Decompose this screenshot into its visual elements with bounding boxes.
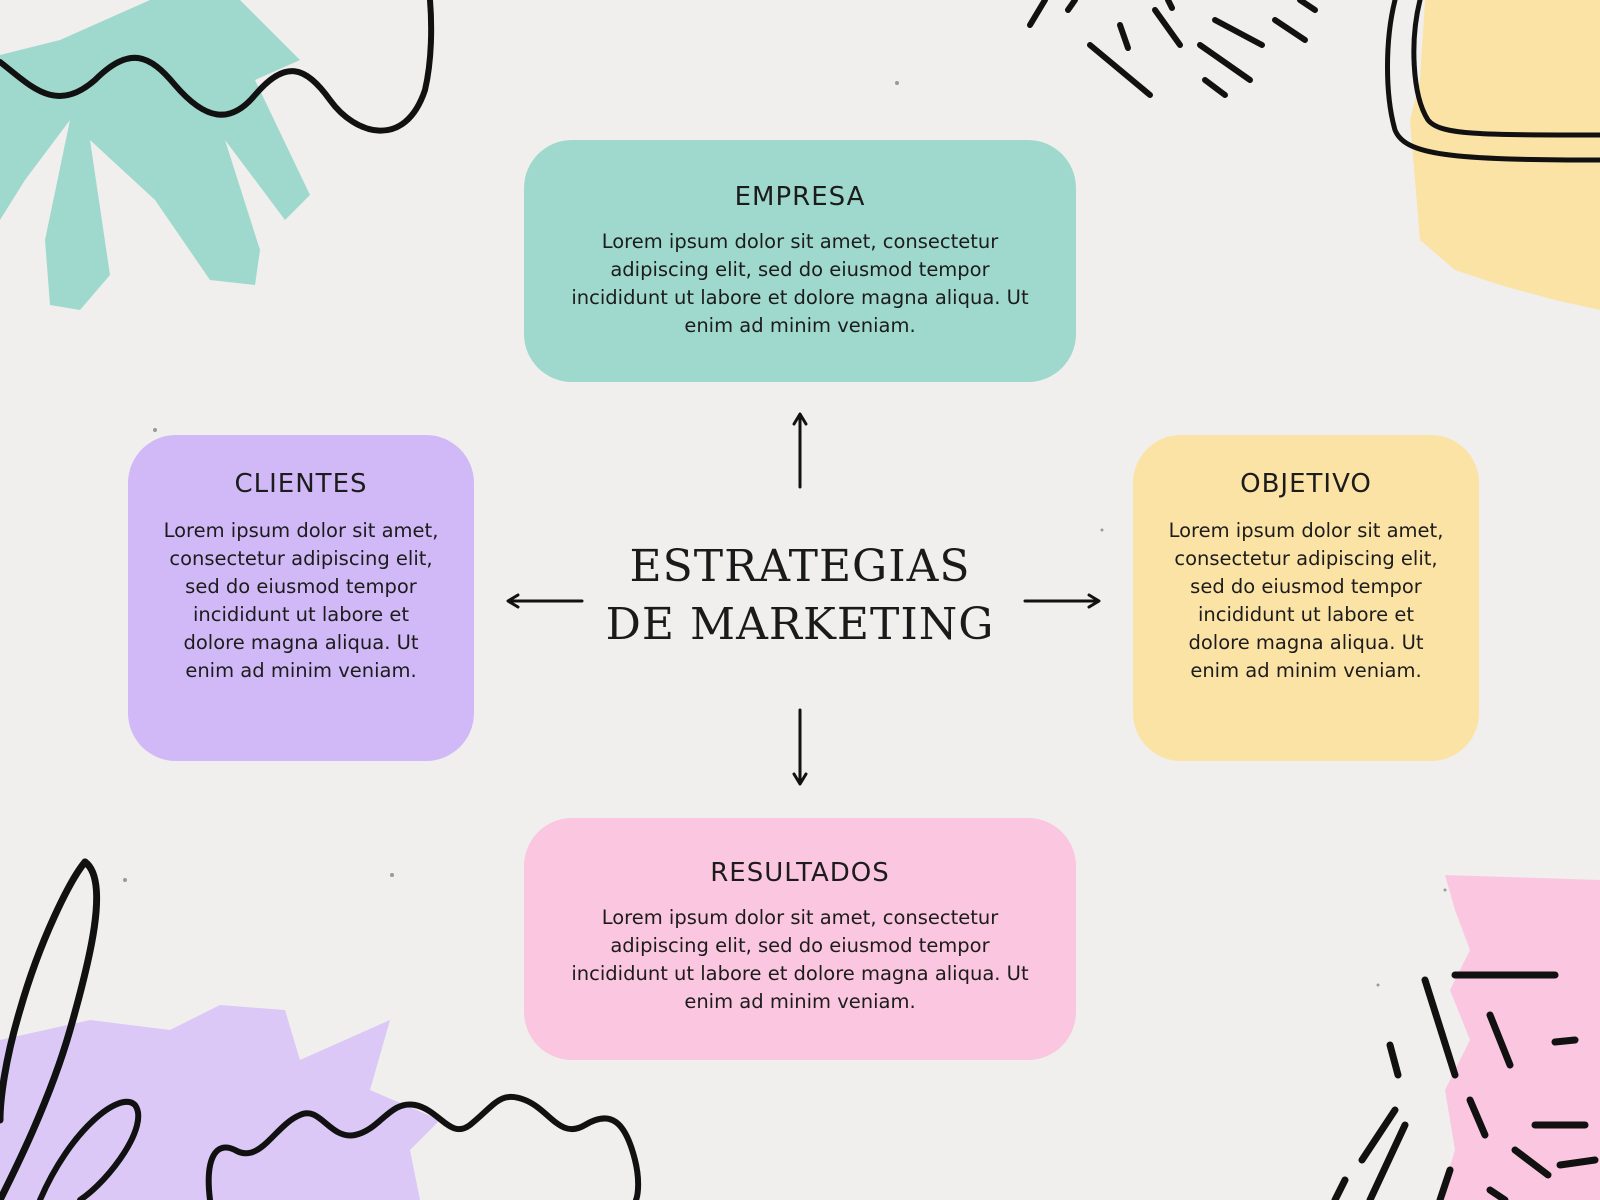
card-resultados: RESULTADOS Lorem ipsum dolor sit amet, c… bbox=[524, 818, 1076, 1060]
center-title-line1: ESTRATEGIAS bbox=[629, 541, 971, 592]
top-right-outline bbox=[1385, 0, 1600, 163]
bottom-wavy-line bbox=[205, 1093, 642, 1200]
bottom-left-petal-line bbox=[37, 1098, 142, 1200]
card-body-empresa: Lorem ipsum dolor sit amet, consectetur … bbox=[571, 230, 1029, 337]
lavender-blob-shape bbox=[0, 1005, 440, 1200]
yellow-patch-shape bbox=[1410, 0, 1600, 310]
top-left-wavy-line bbox=[0, 0, 435, 134]
top-right-outline-inner bbox=[1411, 0, 1600, 138]
bottom-left-loop-line bbox=[0, 858, 101, 1200]
teal-burst-shape bbox=[0, 0, 310, 310]
arrow-down bbox=[792, 708, 808, 786]
card-empresa: EMPRESA Lorem ipsum dolor sit amet, cons… bbox=[524, 140, 1076, 382]
center-title-line2: DE MARKETING bbox=[605, 599, 995, 650]
bottom-left-leaf-line bbox=[0, 858, 89, 1124]
arrow-up bbox=[792, 412, 808, 489]
bottom-right-hatch-strokes bbox=[1331, 971, 1599, 1200]
pink-patch-shape bbox=[1440, 875, 1600, 1200]
card-title-clientes: CLIENTES bbox=[234, 469, 368, 499]
card-title-objetivo: OBJETIVO bbox=[1240, 469, 1372, 499]
center-title: ESTRATEGIAS DE MARKETING bbox=[560, 538, 1040, 654]
card-body-objetivo: Lorem ipsum dolor sit amet, consectetur … bbox=[1168, 519, 1444, 682]
card-title-empresa: EMPRESA bbox=[734, 182, 866, 212]
card-clientes: CLIENTES Lorem ipsum dolor sit amet, con… bbox=[128, 435, 474, 761]
top-hatch-strokes bbox=[1027, 0, 1318, 98]
card-body-clientes: Lorem ipsum dolor sit amet, consectetur … bbox=[163, 519, 439, 682]
card-title-resultados: RESULTADOS bbox=[710, 858, 890, 888]
card-objetivo: OBJETIVO Lorem ipsum dolor sit amet, con… bbox=[1133, 435, 1479, 761]
card-body-resultados: Lorem ipsum dolor sit amet, consectetur … bbox=[571, 906, 1029, 1013]
